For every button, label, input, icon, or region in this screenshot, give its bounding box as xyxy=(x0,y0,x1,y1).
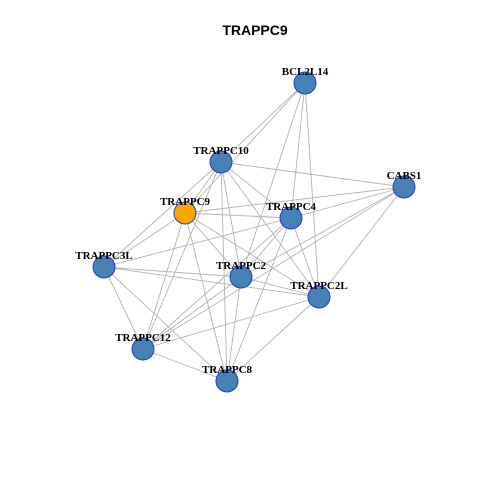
node-trappc12: TRAPPC12 xyxy=(115,332,171,361)
edge-trappc4-trappc2 xyxy=(240,217,292,278)
edge-bcl2l14-trappc4 xyxy=(290,82,306,219)
node-label: TRAPPC2L xyxy=(290,280,347,292)
edge-trappc4-trappc3l xyxy=(103,217,292,268)
graph-title: TRAPPC9 xyxy=(222,22,288,38)
edge-bcl2l14-trappc2l xyxy=(304,82,320,298)
edge-cabs1-trappc9 xyxy=(184,186,405,214)
node-circle xyxy=(279,206,303,230)
node-circle xyxy=(307,285,331,309)
edge-trappc10-cabs1 xyxy=(220,161,405,188)
node-circle xyxy=(215,369,239,393)
node-label: TRAPPC2 xyxy=(216,260,267,272)
node-circle xyxy=(209,150,233,174)
edge-cabs1-trappc4 xyxy=(290,186,405,219)
edge-trappc9-trappc4 xyxy=(184,212,292,219)
node-circle xyxy=(229,265,253,289)
node-circle xyxy=(392,175,416,199)
node-trappc3l: TRAPPC3L xyxy=(75,250,133,279)
edge-trappc2l-trappc8 xyxy=(226,296,320,382)
node-trappc8: TRAPPC8 xyxy=(202,364,253,393)
edge-trappc9-trappc12 xyxy=(142,212,186,350)
edge-trappc10-trappc2l xyxy=(220,161,320,298)
edge-bcl2l14-trappc2 xyxy=(240,82,306,278)
node-label: CABS1 xyxy=(387,170,422,182)
edge-trappc2-trappc12 xyxy=(142,276,242,350)
node-trappc10: TRAPPC10 xyxy=(193,145,249,174)
edge-trappc2-trappc2l xyxy=(240,276,320,298)
node-label: TRAPPC8 xyxy=(202,364,253,376)
node-label: TRAPPC9 xyxy=(160,196,211,208)
edge-bcl2l14-trappc10 xyxy=(220,82,306,163)
edge-trappc4-trappc8 xyxy=(226,217,292,382)
focus-node-circle xyxy=(173,201,197,225)
edge-trappc2l-trappc12 xyxy=(142,296,320,350)
node-label: BCL2L14 xyxy=(282,66,329,78)
edge-trappc10-trappc3l xyxy=(103,161,222,268)
node-label: TRAPPC4 xyxy=(266,201,317,213)
edge-trappc10-trappc2 xyxy=(220,161,242,278)
edge-trappc9-trappc2l xyxy=(184,212,320,298)
edge-cabs1-trappc2 xyxy=(240,186,405,278)
edge-layer xyxy=(103,82,405,382)
node-trappc9: TRAPPC9 xyxy=(160,196,211,225)
node-label: TRAPPC10 xyxy=(193,145,249,157)
node-trappc2: TRAPPC2 xyxy=(216,260,267,289)
edge-bcl2l14-trappc9 xyxy=(184,82,306,214)
edge-trappc12-trappc8 xyxy=(142,348,228,382)
node-label: TRAPPC12 xyxy=(115,332,171,344)
edge-trappc4-trappc12 xyxy=(142,217,292,350)
edge-trappc10-trappc4 xyxy=(220,161,292,219)
edge-trappc3l-trappc8 xyxy=(103,266,228,382)
edge-trappc4-trappc2l xyxy=(290,217,320,298)
edge-trappc2-trappc8 xyxy=(226,276,242,382)
node-circle xyxy=(293,71,317,95)
edge-trappc3l-trappc2l xyxy=(103,266,320,298)
node-label: TRAPPC3L xyxy=(75,250,132,262)
edge-cabs1-trappc2l xyxy=(318,186,405,298)
edge-trappc3l-trappc12 xyxy=(103,266,144,350)
edge-trappc3l-trappc2 xyxy=(103,266,242,278)
edge-trappc9-trappc2 xyxy=(184,212,242,278)
node-trappc2l: TRAPPC2L xyxy=(290,280,348,309)
node-trappc4: TRAPPC4 xyxy=(266,201,317,230)
node-circle xyxy=(92,255,116,279)
node-circle xyxy=(131,337,155,361)
node-bcl2l14: BCL2L14 xyxy=(282,66,329,95)
edge-trappc10-trappc12 xyxy=(142,161,222,350)
edge-trappc9-trappc3l xyxy=(103,212,186,268)
node-cabs1: CABS1 xyxy=(387,170,422,199)
edge-trappc10-trappc8 xyxy=(220,161,228,382)
edge-trappc9-trappc8 xyxy=(184,212,228,382)
